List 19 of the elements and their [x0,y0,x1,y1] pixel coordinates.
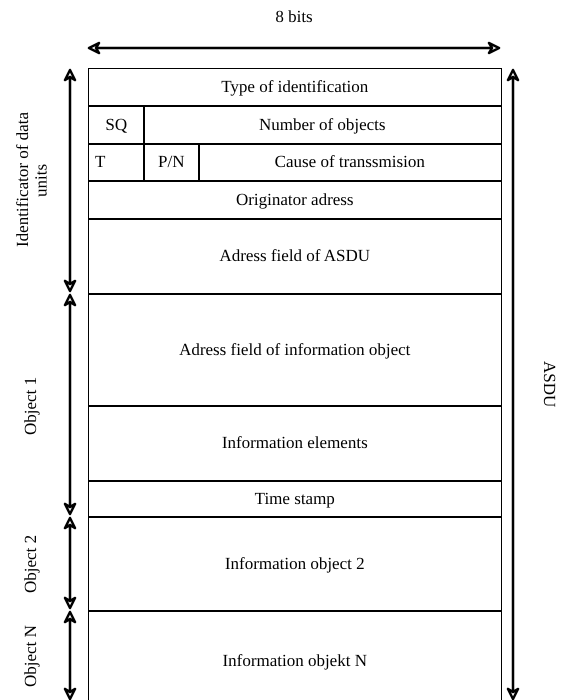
field-cell: Information elements [88,405,502,482]
field-cell: SQ [88,105,144,144]
field-cell: T [88,143,144,182]
field-cell: Information objekt N [88,610,502,700]
section-label: Object 1 [22,376,41,438]
field-cell: Adress field of ASDU [88,218,502,294]
field-cell: Cause of transsmision [198,143,502,182]
section-label: ASDU [539,360,558,410]
field-cell: Information object 2 [88,516,502,612]
width-label: 8 bits [274,8,314,27]
field-cell: Adress field of information object [88,293,502,406]
field-cell: Type of identification [88,68,502,106]
section-label: Object 2 [22,534,41,596]
field-cell: Time stamp [88,480,502,518]
field-cell: Originator adress [88,180,502,220]
section-label: Object N [22,624,41,689]
section-label: Identificator of data units [14,111,52,250]
field-cell: Number of objects [143,105,502,144]
field-cell: P/N [143,143,200,182]
